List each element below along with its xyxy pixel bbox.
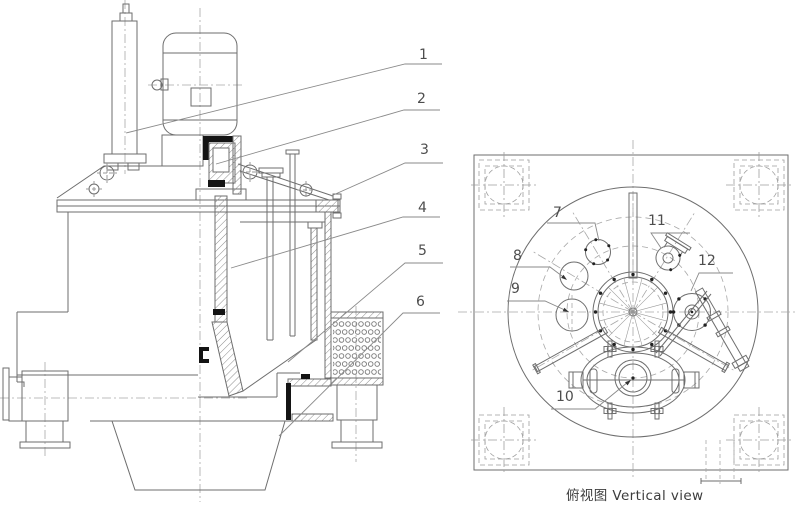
callout-5: 5 xyxy=(418,243,427,259)
nozzle-7 xyxy=(584,238,611,266)
top-view xyxy=(458,140,796,484)
leader-arrowheads xyxy=(561,274,631,386)
callout-8: 8 xyxy=(513,248,522,264)
outlet-pipe xyxy=(2,367,69,422)
discharge-cone xyxy=(111,420,286,491)
lower-housing xyxy=(16,311,334,422)
cover xyxy=(56,162,334,201)
callout-7: 7 xyxy=(553,205,562,221)
right-leg xyxy=(331,384,383,449)
motor xyxy=(151,32,238,167)
base-plate xyxy=(473,154,789,471)
shaft-and-basket xyxy=(199,195,318,397)
valve-actuator xyxy=(694,287,750,372)
callout-9: 9 xyxy=(511,281,520,297)
sight-glass-9 xyxy=(555,295,589,335)
drain-stub xyxy=(700,440,742,484)
top-flange xyxy=(56,193,342,219)
callout-12: 12 xyxy=(698,253,716,269)
top-view-centerlines xyxy=(458,140,796,480)
side-section-view xyxy=(0,0,384,502)
callout-6: 6 xyxy=(416,294,425,310)
casing xyxy=(67,211,332,379)
seal-housing xyxy=(195,135,247,201)
wash-pipe xyxy=(285,149,300,337)
view-caption: 俯视图 Vertical view xyxy=(566,488,704,504)
sight-glass-8 xyxy=(559,261,589,291)
callout-2: 2 xyxy=(417,91,426,107)
callout-1: 1 xyxy=(419,47,428,63)
manhole-10 xyxy=(568,340,700,420)
feed-pipe xyxy=(258,167,284,341)
left-leg xyxy=(19,420,71,449)
callout-11: 11 xyxy=(648,213,666,229)
flange-bolts xyxy=(593,272,673,352)
callout-3: 3 xyxy=(420,142,429,158)
support-arms xyxy=(532,192,731,375)
nozzle-11 xyxy=(655,232,692,272)
callout-4: 4 xyxy=(418,200,427,216)
hydraulic-cylinder xyxy=(103,3,147,171)
manhole-clamps xyxy=(603,340,664,420)
callout-10: 10 xyxy=(556,389,574,405)
side-centerlines xyxy=(0,0,357,502)
corner-pads xyxy=(471,152,792,473)
cover-outline xyxy=(507,186,759,438)
perforated-box xyxy=(330,311,384,386)
valve-12 xyxy=(655,287,750,372)
leader-lines xyxy=(125,63,733,437)
